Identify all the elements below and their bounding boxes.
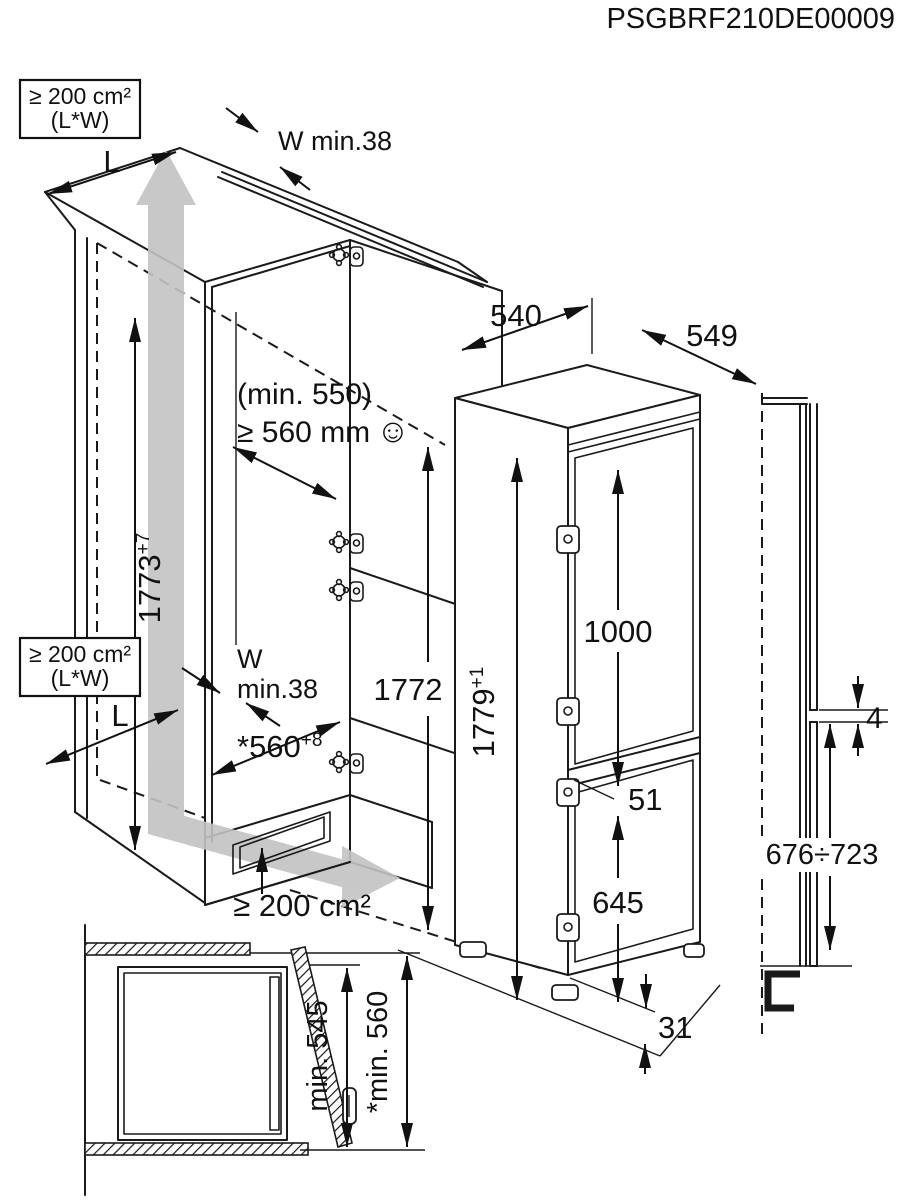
top-rear-gap-label: W min.38 xyxy=(278,126,392,156)
appliance-height-dimension: 1779+1 xyxy=(466,667,501,758)
plinth-vent-slot xyxy=(204,811,351,906)
bottom-vent-area-label: ≥ 200 cm² xyxy=(233,888,371,923)
appliance-width-dimension: 540 xyxy=(490,298,542,333)
mid-vent-area-line2: (L*W) xyxy=(51,665,110,691)
lower-panel-range-dimension: 676÷723 xyxy=(766,839,879,871)
niche-depth-min: ≥ 560 mm☺ xyxy=(237,412,410,449)
dimension-annotations: PSGBRF210DE00009 ≥ 200 cm² (L*W) L W min… xyxy=(18,3,895,1147)
appliance-depth-dimension: 549 xyxy=(686,318,738,353)
hinge-gap-dimension: 51 xyxy=(628,782,662,817)
feet-height-dimension: 31 xyxy=(658,1010,692,1045)
niche-cabinet-drawing xyxy=(44,147,541,969)
plan-view xyxy=(84,924,425,1196)
plan-appliance-body xyxy=(117,966,288,1141)
plan-min-depth-star-dimension: *min. 560 xyxy=(362,991,394,1114)
upper-door-dimension: 1000 xyxy=(584,614,653,649)
mid-vent-area-line1: ≥ 200 cm² xyxy=(29,641,131,667)
smiley-icon: ☺ xyxy=(376,412,410,449)
plan-min-depth-dimension: min. 545 xyxy=(302,1000,334,1111)
cabinet-hinge-icons xyxy=(328,243,364,774)
lower-door-dimension: 645 xyxy=(592,885,644,920)
door-split-gap-dimension: 4 xyxy=(866,702,883,735)
top-vent-area-line2: (L*W) xyxy=(51,107,110,133)
mid-gap-label-w: W xyxy=(237,644,263,674)
niche-depth-note: (min. 550) xyxy=(237,378,372,411)
top-length-label: L xyxy=(103,144,120,179)
plan-wall-top xyxy=(84,942,251,956)
top-vent-area-label: ≥ 200 cm² (L*W) xyxy=(18,78,142,140)
mid-length-label: L xyxy=(111,698,128,733)
top-vent-area-line1: ≥ 200 cm² xyxy=(29,83,131,109)
mid-gap-label-min38: min.38 xyxy=(237,674,318,704)
plan-wall-bottom xyxy=(84,1142,309,1156)
appliance-drawing xyxy=(397,364,721,1057)
mid-vent-area-label: ≥ 200 cm² (L*W) xyxy=(18,636,142,698)
door-panel-height-dimension: 1772 xyxy=(374,672,443,707)
side-profile-view xyxy=(760,393,852,1040)
model-code: PSGBRF210DE00009 xyxy=(606,3,895,35)
niche-height-dimension: 1773+7 xyxy=(132,533,167,624)
